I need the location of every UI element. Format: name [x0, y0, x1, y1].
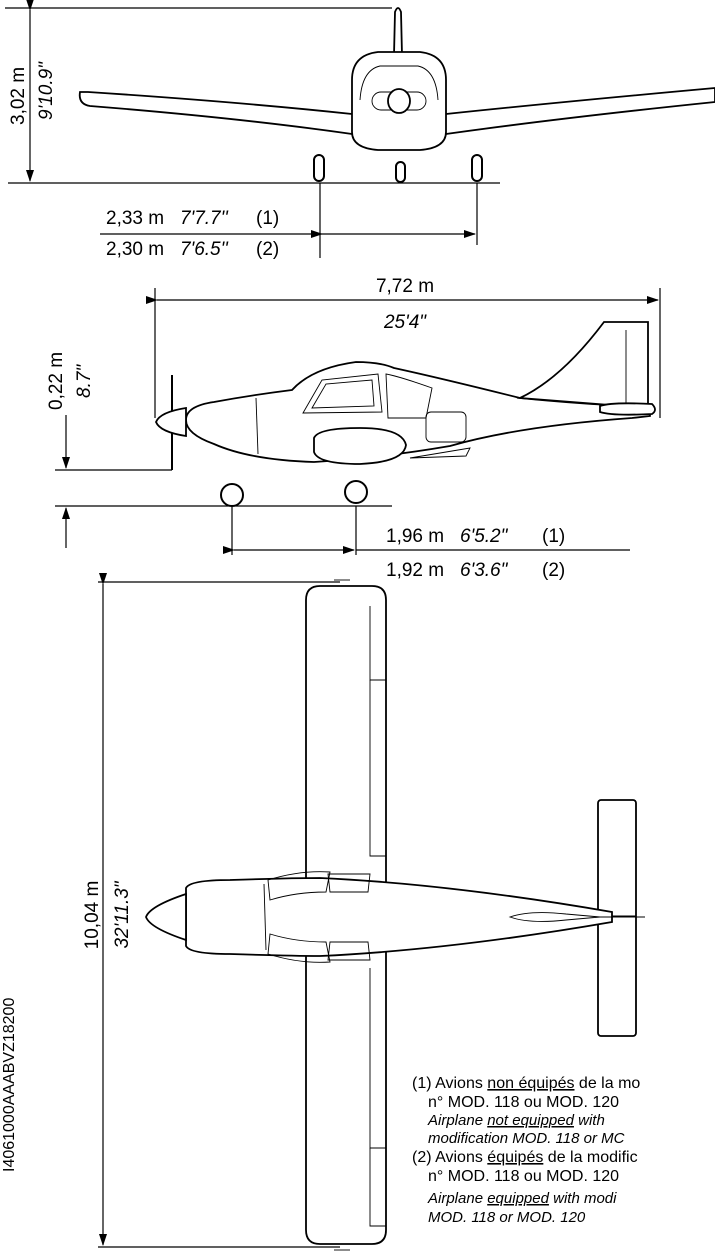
track-1-imperial: 7'7.7'': [180, 208, 229, 229]
track-1-ref: (1): [256, 208, 279, 229]
note-2-en-line1: Airplane equipped with modi: [427, 1190, 617, 1207]
track-2-imperial: 7'6.5'': [180, 239, 229, 260]
note-2-fr-line1: (2) Avions équipés de la modific: [412, 1149, 638, 1166]
track-1-metric: 2,33 m: [106, 208, 164, 229]
top-view: [98, 573, 645, 1251]
length-imperial: 25'4": [383, 312, 427, 333]
note-1-fr-line1: (1) Avions non équipés de la mo: [412, 1075, 640, 1092]
wheelbase-1-imperial: 6'5.2": [460, 526, 509, 547]
height-metric: 3,02 m: [8, 67, 29, 125]
wheelbase-1-ref: (1): [542, 526, 565, 547]
track-2-ref: (2): [256, 239, 279, 260]
wheelbase-2-imperial: 6'3.6": [460, 560, 509, 581]
span-imperial: 32'11.3": [112, 880, 133, 948]
note-1-en-line1: Airplane not equipped with: [427, 1112, 605, 1129]
note-1-en-line2: modification MOD. 118 or MC: [428, 1130, 625, 1147]
clearance-imperial: 8.7": [74, 364, 95, 398]
figure-code: I4061000AAABVZ18200: [1, 998, 18, 1172]
wheelbase-2-metric: 1,92 m: [386, 560, 444, 581]
height-imperial: 9'10.9": [36, 61, 57, 120]
note-2-en-line2: MOD. 118 or MOD. 120: [428, 1209, 586, 1226]
note-2-fr-line2: n° MOD. 118 ou MOD. 120: [428, 1168, 619, 1185]
notes: (1) Avions non équipés de la mo n° MOD. …: [412, 1075, 640, 1226]
front-view: [5, 0, 715, 258]
side-view: [55, 288, 661, 555]
wheelbase-2-ref: (2): [542, 560, 565, 581]
clearance-metric: 0,22 m: [46, 352, 67, 410]
note-1-fr-line2: n° MOD. 118 ou MOD. 120: [428, 1094, 619, 1111]
span-metric: 10,04 m: [82, 881, 103, 950]
track-2-metric: 2,30 m: [106, 239, 164, 260]
length-metric: 7,72 m: [376, 276, 434, 297]
wheelbase-1-metric: 1,96 m: [386, 526, 444, 547]
